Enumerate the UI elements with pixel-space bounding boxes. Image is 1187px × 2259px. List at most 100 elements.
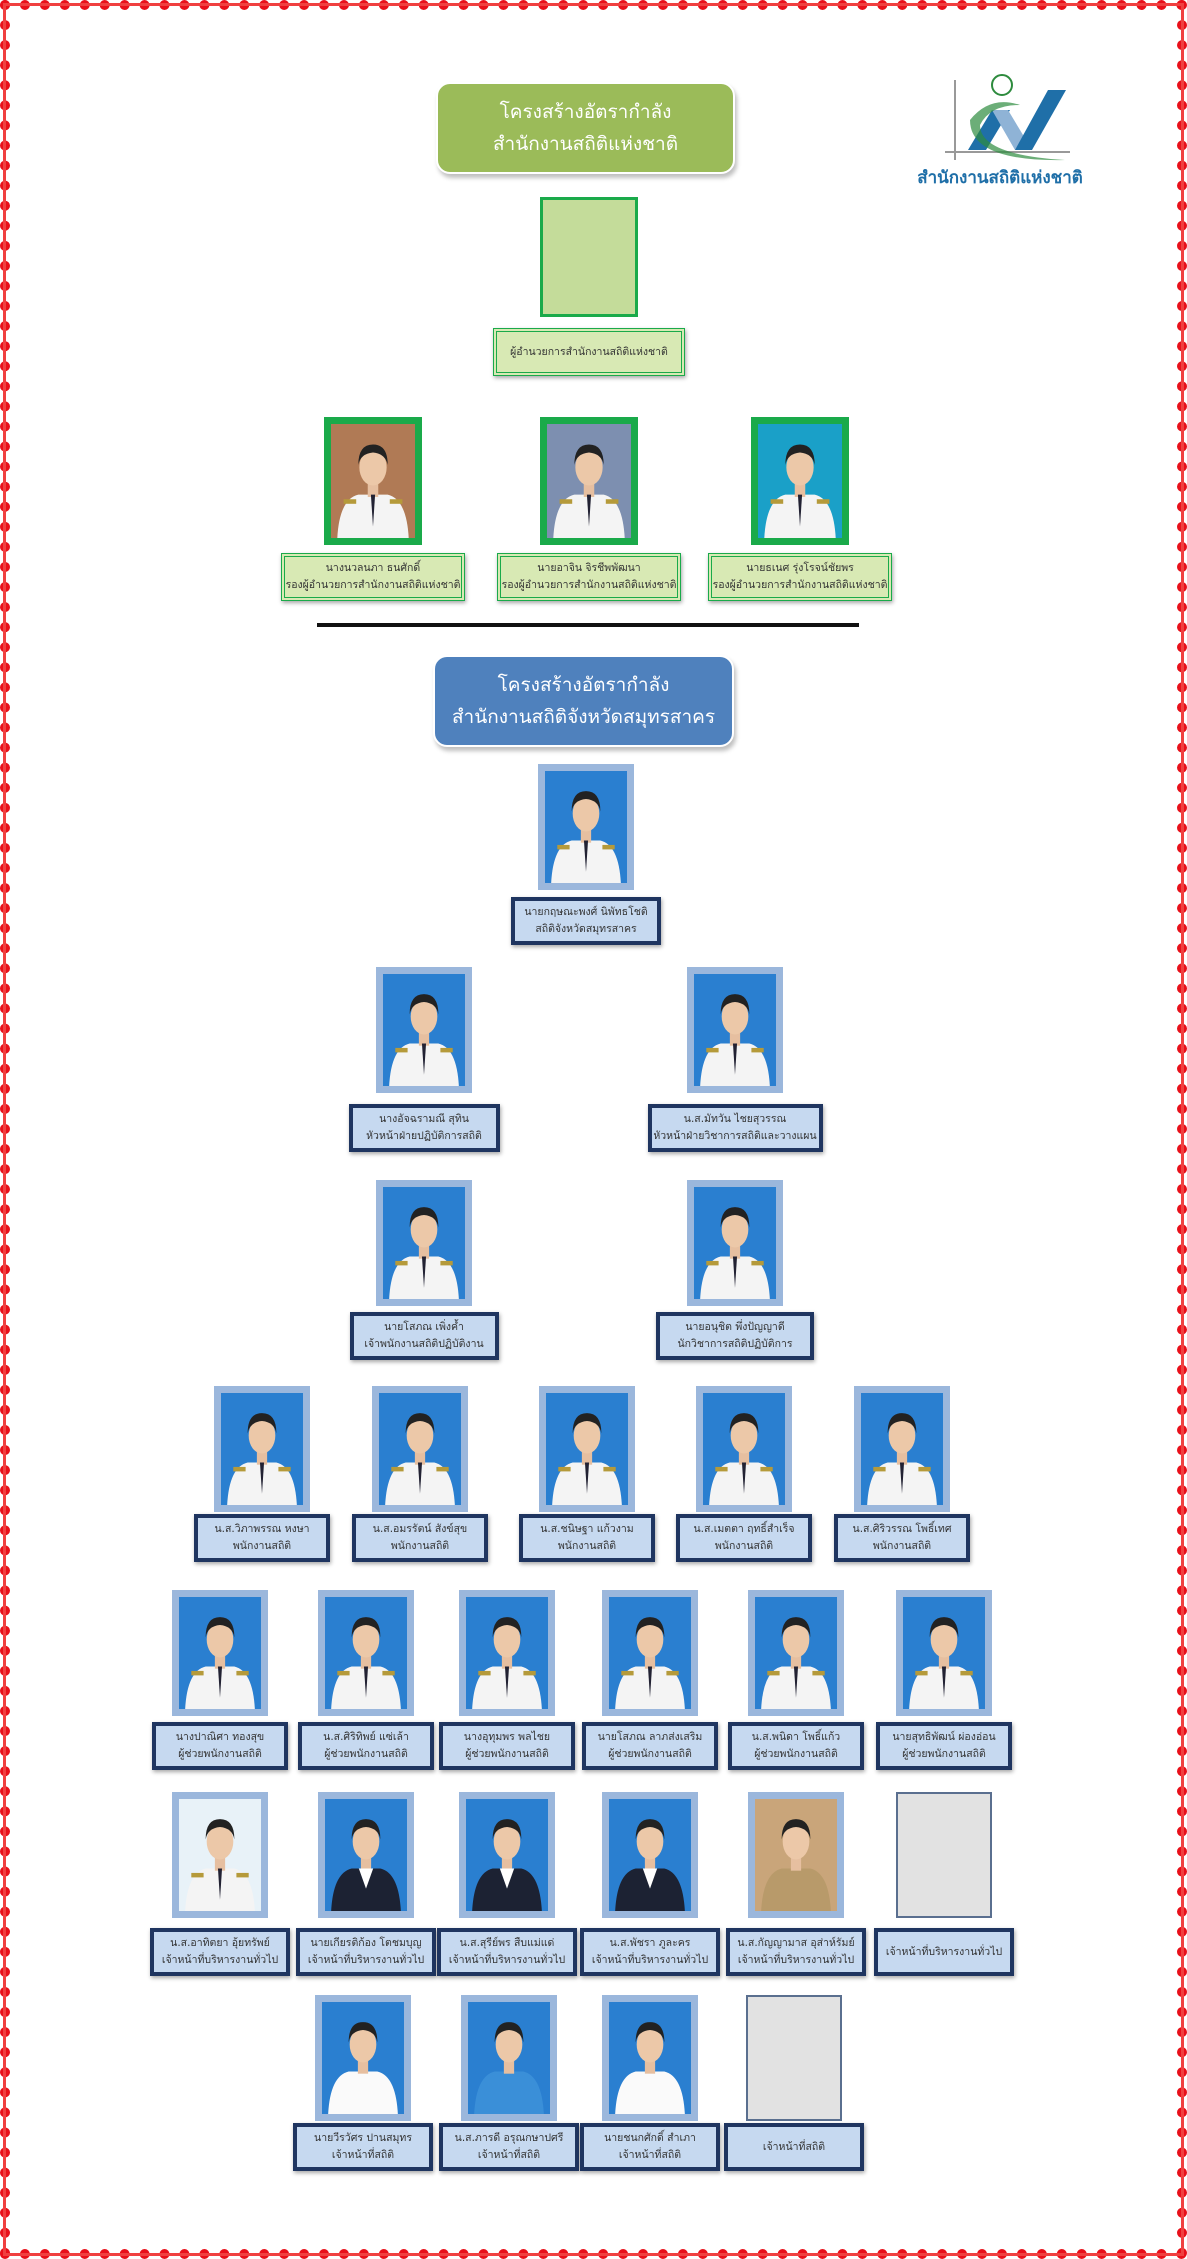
national-title-box: โครงสร้างอัตรากำลัง สำนักงานสถิติแห่งชาต…	[436, 82, 735, 174]
provincial-title-line1: โครงสร้างอัตรากำลัง	[497, 674, 670, 696]
staff-name: นายสุทธิพัฒน์ ผ่องอ่อน	[892, 1731, 996, 1743]
staff-name-card: น.ส.ชนิษฐา แก้วงามพนักงานสถิติ	[519, 1514, 655, 1562]
staff-name-card: น.ส.ภารดี อรุณกษาปศรีเจ้าหน้าที่สถิติ	[439, 2123, 579, 2171]
staff-name: นายกฤษณะพงศ์ นิพัทธโชติ	[524, 906, 648, 918]
staff-name: นายธเนศ รุ่งโรจน์ชัยพร	[746, 562, 854, 574]
empty-portrait-placeholder	[742, 1991, 846, 2125]
staff-position: หัวหน้าฝ่ายวิชาการสถิติและวางแผน	[653, 1130, 817, 1142]
staff-name-card: น.ส.มัทวัน ไชยสุวรรณหัวหน้าฝ่ายวิชาการสถ…	[647, 1104, 823, 1152]
staff-name-card: น.ส.ศิริวรรณ โพธิ์เทศพนักงานสถิติ	[834, 1514, 970, 1562]
staff-name-card: นายกฤษณะพงศ์ นิพัทธโชติสถิติจังหวัดสมุทร…	[511, 897, 661, 945]
staff-name-card: น.ส.พนิดา โพธิ์แก้วผู้ช่วยพนักงานสถิติ	[728, 1722, 864, 1770]
staff-position: พนักงานสถิติ	[232, 1540, 292, 1552]
staff-position: เจ้าหน้าที่บริหารงานทั่วไป	[737, 1954, 855, 1966]
staff-position: พนักงานสถิติ	[872, 1540, 932, 1552]
portrait-photo	[854, 1386, 950, 1512]
staff-name-card: น.ส.วิภาพรรณ หงษาพนักงานสถิติ	[194, 1514, 330, 1562]
staff-name-card: น.ส.สุรีย์พร สืบแม่แด่เจ้าหน้าที่บริหารง…	[437, 1928, 577, 1976]
staff-name-card: นายอนุชิต พึ่งปัญญาดีนักวิชาการสถิติปฏิบ…	[656, 1312, 814, 1360]
staff-name: นายโสภณ ลาภส่งเสริม	[597, 1731, 703, 1743]
staff-position: ผู้อำนวยการสำนักงานสถิติแห่งชาติ	[510, 345, 668, 358]
staff-position: รองผู้อำนวยการสำนักงานสถิติแห่งชาติ	[501, 579, 677, 591]
staff-name-card: นายสุทธิพัฒน์ ผ่องอ่อนผู้ช่วยพนักงานสถิต…	[876, 1722, 1012, 1770]
staff-position: ผู้ช่วยพนักงานสถิติ	[324, 1748, 408, 1760]
staff-name-card: นายชนกศักดิ์ สำเภาเจ้าหน้าที่สถิติ	[580, 2123, 720, 2171]
portrait-photo	[172, 1590, 268, 1716]
staff-position: เจ้าพนักงานสถิติปฏิบัติงาน	[364, 1338, 484, 1350]
portrait-photo	[687, 1180, 783, 1306]
portrait-photo	[538, 764, 634, 890]
staff-position: เจ้าหน้าที่สถิติ	[477, 2149, 541, 2161]
staff-position: เจ้าหน้าที่บริหารงานทั่วไป	[591, 1954, 709, 1966]
staff-name-card: นางนวลนภา ธนศักดิ์รองผู้อำนวยการสำนักงาน…	[281, 553, 465, 601]
staff-position: เจ้าหน้าที่บริหารงานทั่วไป	[885, 1945, 1003, 1958]
staff-name: นายอนุชิต พึ่งปัญญาดี	[685, 1321, 785, 1333]
staff-name: น.ส.พนิดา โพธิ์แก้ว	[751, 1731, 841, 1743]
staff-name-card: น.ส.พัชรา ภูละครเจ้าหน้าที่บริหารงานทั่ว…	[580, 1928, 720, 1976]
portrait-photo	[459, 1590, 555, 1716]
staff-name: น.ส.เมตตา ฤทธิ์สำเร็จ	[693, 1523, 795, 1535]
provincial-title-line2: สำนักงานสถิติจังหวัดสมุทรสาคร	[451, 706, 716, 728]
staff-name-card: นายธเนศ รุ่งโรจน์ชัยพรรองผู้อำนวยการสำนั…	[708, 553, 892, 601]
portrait-photo	[376, 967, 472, 1093]
portrait-photo	[696, 1386, 792, 1512]
staff-name: น.ส.พัชรา ภูละคร	[609, 1937, 691, 1949]
staff-name: น.ส.มัทวัน ไชยสุวรรณ	[683, 1113, 787, 1125]
staff-position: ผู้ช่วยพนักงานสถิติ	[754, 1748, 838, 1760]
staff-position: เจ้าหน้าที่สถิติ	[618, 2149, 682, 2161]
staff-name: นายอาจิน จิรชีพพัฒนา	[537, 562, 641, 574]
staff-name-card: น.ส.กัญญามาส อุส่าห์รัมย์เจ้าหน้าที่บริห…	[726, 1928, 866, 1976]
staff-name: นางอุทุมพร พลไชย	[463, 1731, 551, 1743]
staff-name-card: น.ส.อมรรัตน์ สังข์สุขพนักงานสถิติ	[352, 1514, 488, 1562]
empty-portrait-placeholder	[892, 1788, 996, 1922]
staff-name-card: นางอุทุมพร พลไชยผู้ช่วยพนักงานสถิติ	[439, 1722, 575, 1770]
portrait-photo	[539, 1386, 635, 1512]
staff-name: น.ส.สุรีย์พร สืบแม่แด่	[459, 1937, 555, 1949]
portrait-photo	[748, 1590, 844, 1716]
staff-name-card: เจ้าหน้าที่สถิติ	[724, 2123, 864, 2171]
staff-name-card: น.ส.เมตตา ฤทธิ์สำเร็จพนักงานสถิติ	[676, 1514, 812, 1562]
staff-name: นางปาณิศา ทองสุข	[175, 1731, 265, 1743]
staff-position: รองผู้อำนวยการสำนักงานสถิติแห่งชาติ	[712, 579, 888, 591]
staff-name-card: น.ส.อาทิตยา อุ้ยทรัพย์เจ้าหน้าที่บริหารง…	[150, 1928, 290, 1976]
staff-name: น.ส.ศิริทิพย์ แซ่เล้า	[323, 1731, 409, 1743]
empty-portrait-placeholder	[540, 197, 638, 317]
staff-position: เจ้าหน้าที่สถิติ	[331, 2149, 395, 2161]
staff-position: เจ้าหน้าที่สถิติ	[762, 2140, 826, 2153]
nso-logo-icon	[945, 74, 1070, 161]
logo-text: สำนักงานสถิติแห่งชาติ	[917, 168, 1083, 188]
portrait-photo	[896, 1590, 992, 1716]
staff-name-card: นายโสภณ ลาภส่งเสริมผู้ช่วยพนักงานสถิติ	[582, 1722, 718, 1770]
staff-name-card: เจ้าหน้าที่บริหารงานทั่วไป	[874, 1928, 1014, 1976]
national-title-line2: สำนักงานสถิติแห่งชาติ	[492, 133, 679, 155]
staff-name: น.ส.ภารดี อรุณกษาปศรี	[454, 2132, 564, 2144]
staff-name: น.ส.อมรรัตน์ สังข์สุข	[372, 1523, 468, 1535]
portrait-photo	[214, 1386, 310, 1512]
staff-position: เจ้าหน้าที่บริหารงานทั่วไป	[161, 1954, 279, 1966]
staff-position: พนักงานสถิติ	[390, 1540, 450, 1552]
staff-position: ผู้ช่วยพนักงานสถิติ	[902, 1748, 986, 1760]
portrait-photo	[315, 1995, 411, 2121]
staff-position: ผู้ช่วยพนักงานสถิติ	[178, 1748, 262, 1760]
staff-position: รองผู้อำนวยการสำนักงานสถิติแห่งชาติ	[285, 579, 461, 591]
staff-name: นายวีรวัศร ปานสมุทร	[314, 2132, 412, 2144]
staff-name-card: นางอัจฉรามณี สุทินหัวหน้าฝ่ายปฏิบัติการส…	[348, 1104, 500, 1152]
portrait-photo	[376, 1180, 472, 1306]
staff-name: น.ส.ศิริวรรณ โพธิ์เทศ	[852, 1523, 952, 1535]
staff-name: นายเกียรติก้อง โตชมบุญ	[310, 1937, 422, 1949]
portrait-photo	[324, 417, 422, 545]
portrait-photo	[318, 1792, 414, 1918]
portrait-photo	[687, 967, 783, 1093]
portrait-photo	[602, 1995, 698, 2121]
staff-position: สถิติจังหวัดสมุทรสาคร	[535, 923, 637, 935]
portrait-photo	[461, 1995, 557, 2121]
staff-position: ผู้ช่วยพนักงานสถิติ	[608, 1748, 692, 1760]
staff-name-card: นายวีรวัศร ปานสมุทรเจ้าหน้าที่สถิติ	[293, 2123, 433, 2171]
portrait-photo	[372, 1386, 468, 1512]
staff-name-card: นายเกียรติก้อง โตชมบุญเจ้าหน้าที่บริหารง…	[296, 1928, 436, 1976]
staff-position: นักวิชาการสถิติปฏิบัติการ	[677, 1338, 793, 1350]
staff-position: เจ้าหน้าที่บริหารงานทั่วไป	[307, 1954, 425, 1966]
staff-name: นางนวลนภา ธนศักดิ์	[325, 562, 421, 574]
staff-name-card: น.ส.ศิริทิพย์ แซ่เล้าผู้ช่วยพนักงานสถิติ	[298, 1722, 434, 1770]
